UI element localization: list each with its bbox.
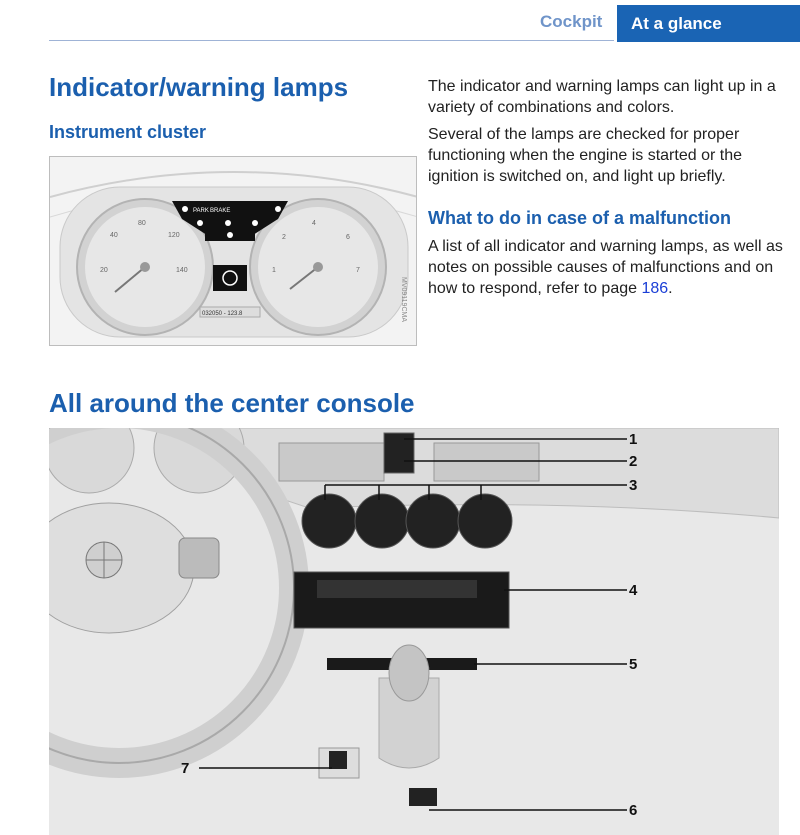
section-title-indicator: Indicator/warning lamps <box>49 72 349 102</box>
speedo-tick-20: 20 <box>100 267 108 274</box>
page-ref-link[interactable]: 186 <box>641 280 669 297</box>
callout-6: 6 <box>629 802 637 819</box>
callout-7: 7 <box>181 760 189 777</box>
odometer-readout: 032050 - 123.8 <box>202 311 243 317</box>
fuel-icon <box>225 220 231 226</box>
knob-2[interactable] <box>354 493 410 549</box>
paragraph-lamps-combinations: The indicator and warning lamps can ligh… <box>428 78 776 116</box>
callout-3: 3 <box>629 477 637 494</box>
tachometer: 2 4 6 1 7 <box>249 198 387 336</box>
speedo-tick-120: 120 <box>168 232 180 239</box>
callout-1: 1 <box>629 431 637 448</box>
speedo-tick-40: 40 <box>110 232 118 239</box>
knob-1[interactable] <box>301 493 357 549</box>
tacho-tick-4: 4 <box>312 220 316 227</box>
header-rule <box>49 40 614 41</box>
turn-right-icon <box>275 206 281 212</box>
lamp-label-brake: BRAKE <box>210 208 230 214</box>
center-console-figure: 1 2 3 4 5 6 7 <box>49 428 779 835</box>
cluster-illustration: 40 80 120 20 140 2 4 6 1 7 PARK BRAKE <box>50 157 416 345</box>
tacho-tick-2: 2 <box>282 234 286 241</box>
callout-2: 2 <box>629 453 637 470</box>
period: . <box>668 280 673 297</box>
oil-icon <box>252 220 258 226</box>
center-display <box>213 265 247 291</box>
callout-5: 5 <box>629 656 637 673</box>
service-icon <box>222 270 238 286</box>
tacho-tick-7: 7 <box>356 267 360 274</box>
speedo-tick-80: 80 <box>138 220 146 227</box>
knob-3[interactable] <box>405 493 461 549</box>
paragraph-lamps-checked: Several of the lamps are checked for pro… <box>428 126 742 185</box>
knob-4[interactable] <box>457 493 513 549</box>
lamp-label-park: PARK <box>193 208 209 214</box>
gear-lever[interactable] <box>378 677 440 769</box>
speedo-tick-140: 140 <box>176 267 188 274</box>
subtitle-malfunction: What to do in case of a malfunction <box>428 208 732 228</box>
console-illustration: 1 2 3 4 5 6 7 <box>49 428 779 835</box>
header-tab-at-a-glance[interactable]: At a glance <box>617 5 800 42</box>
header-section-label[interactable]: Cockpit <box>540 12 603 31</box>
callout-4: 4 <box>629 582 638 599</box>
left-vent <box>278 442 385 482</box>
section-title-center-console: All around the center console <box>49 388 415 418</box>
warning-lamp-panel: PARK BRAKE <box>172 201 288 241</box>
light-icon <box>197 220 203 226</box>
turn-left-icon <box>182 206 188 212</box>
tire-icon <box>227 232 233 238</box>
right-vent <box>433 442 540 482</box>
instrument-cluster-figure: 40 80 120 20 140 2 4 6 1 7 PARK BRAKE <box>49 156 417 346</box>
figure-code: MV09119CMA <box>400 277 407 322</box>
parking-brake-button[interactable] <box>409 788 437 806</box>
button-cluster-7[interactable] <box>329 751 347 769</box>
paragraph-malfunction: A list of all indicator and warning lamp… <box>428 236 783 299</box>
subtitle-instrument-cluster: Instrument cluster <box>49 122 207 142</box>
speedometer: 40 80 120 20 140 <box>76 198 214 336</box>
tacho-tick-1: 1 <box>272 267 276 274</box>
tacho-tick-6: 6 <box>346 234 350 241</box>
climate-knobs <box>301 493 513 549</box>
malfunction-text: A list of all indicator and warning lamp… <box>428 238 783 297</box>
